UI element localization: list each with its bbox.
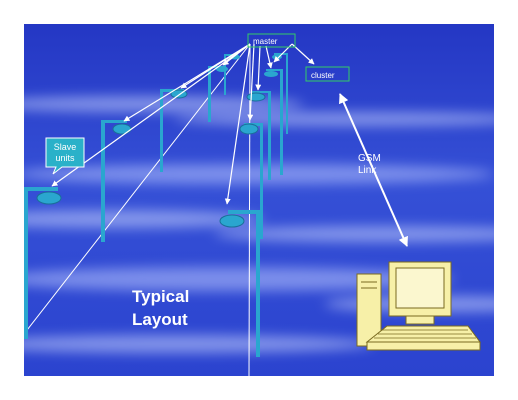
cluster-label: cluster [311,71,335,80]
right-row-lamps [219,53,288,357]
title-line2: Layout [132,310,188,329]
gsm-link-arrow [339,93,408,247]
cluster-box [305,66,350,82]
street-lamp-icon [264,69,283,175]
radio-links [51,43,315,205]
gsm-link-label-line2: Link [358,165,377,176]
master-label: master [253,37,278,46]
layout-diagram-slide: master cluster Slave units GSM Link Typi… [24,24,494,376]
title-line1: Typical [132,287,189,306]
slave-units-label-line1: Slave [54,142,77,152]
gsm-link-label-line1: GSM [358,153,381,164]
street-lamp-icon [219,210,260,357]
cluster-node: cluster [305,66,350,82]
master-box [247,33,296,48]
diagram-canvas: master cluster Slave units GSM Link Typi… [24,24,494,376]
callout-box: Slave units [45,137,85,175]
street-lamp-icon [239,123,263,239]
slave-units-label-line2: units [55,153,75,163]
computer-icon [356,261,481,351]
left-row-lamps [24,54,240,339]
master-node: master [247,33,296,48]
street-lamp-icon [24,187,62,339]
